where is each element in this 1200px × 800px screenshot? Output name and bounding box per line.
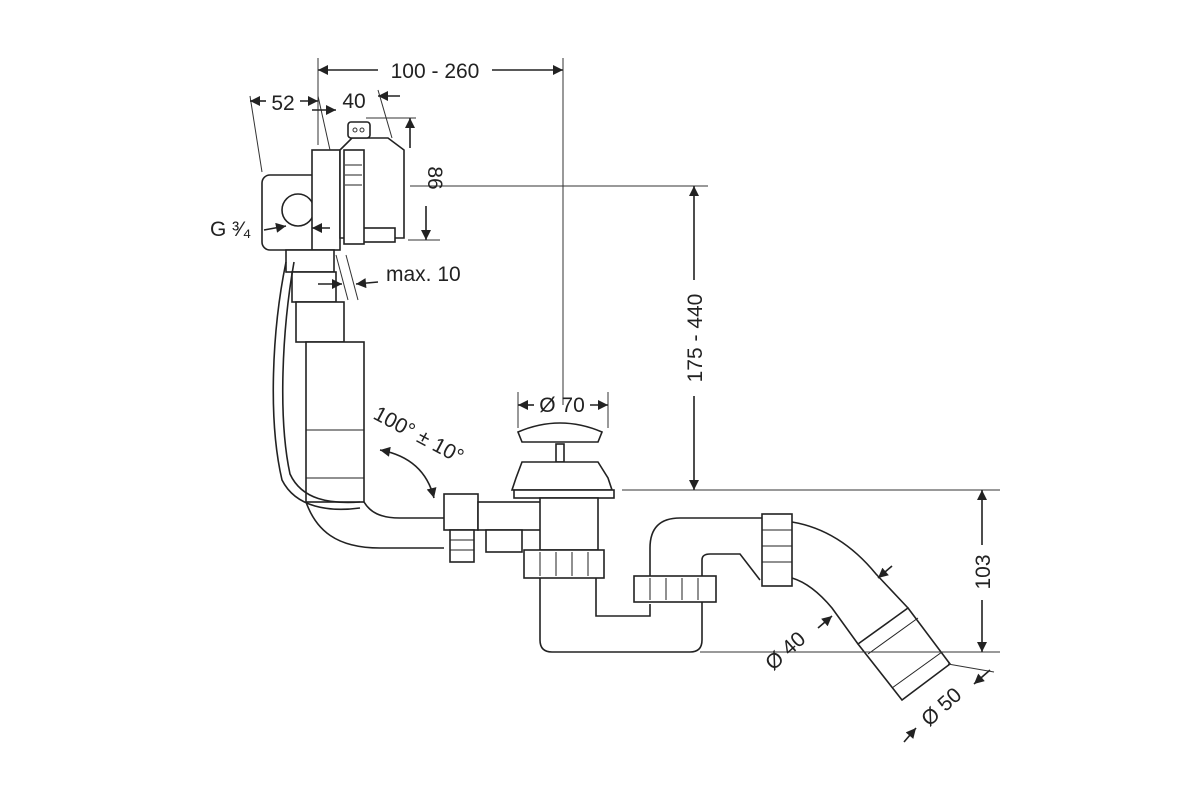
dim-thread: G ³⁄₄: [210, 218, 251, 241]
dim-vertical-range: 175 - 440: [684, 294, 707, 383]
dim-pipe-diameter-50: Ø 50: [917, 683, 966, 731]
dim-horizontal-range: 100 - 260: [391, 60, 480, 83]
drain-and-trap: [510, 422, 952, 702]
overflow-assembly: [261, 121, 444, 549]
dim-overflow-depth: 40: [342, 90, 365, 113]
dimension-lines: [249, 58, 1000, 743]
dim-overflow-height: 86: [423, 166, 446, 189]
dim-trap-height: 103: [972, 554, 995, 589]
dim-plug-diameter: Ø 70: [539, 394, 585, 417]
dim-wall-thickness: max. 10: [386, 263, 461, 286]
dim-pipe-diameter-40: Ø 40: [761, 627, 810, 675]
tee-connector: [443, 493, 555, 563]
dim-angle: 100° ± 10°: [370, 402, 468, 468]
dim-overflow-width: 52: [271, 92, 294, 115]
